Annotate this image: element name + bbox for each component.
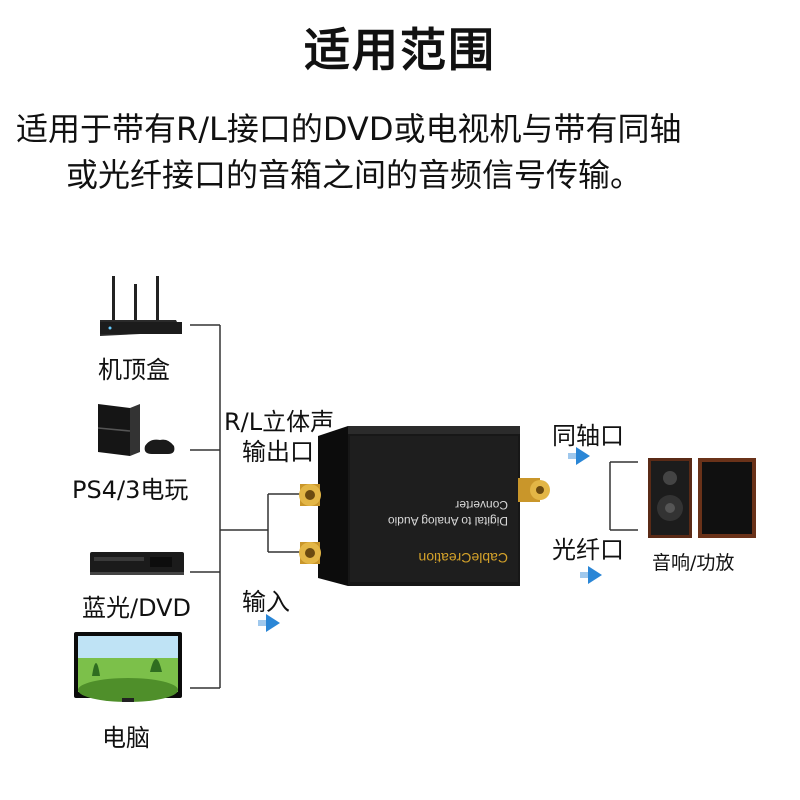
page-title: 适用范围 — [304, 23, 496, 77]
description-line-2: 或光纤接口的音箱之间的音频信号传输。 — [66, 156, 643, 194]
coaxial-output-jack — [518, 478, 550, 502]
rl-output-label-line1: R/L立体声 — [224, 408, 335, 436]
source-bracket-lines — [190, 324, 300, 689]
device-text: CableCreation Digital to Analog Audio Co… — [350, 442, 518, 572]
router-icon — [100, 276, 182, 336]
source-label-dvd: 蓝光/DVD — [82, 594, 192, 622]
output-label: 音响/功放 — [652, 552, 735, 574]
arrow-icon — [568, 447, 590, 465]
source-label-set-top-box: 机顶盒 — [98, 356, 170, 384]
device-model-line2: Converter — [455, 498, 508, 512]
device-model-line1: Digital to Analog Audio — [387, 514, 508, 528]
source-label-game-console: PS4/3电玩 — [72, 476, 189, 504]
dvd-player-icon — [90, 552, 184, 575]
arrow-icon — [258, 614, 280, 632]
input-label: 输入 — [242, 588, 290, 616]
arrow-icons — [258, 447, 602, 632]
monitor-icon — [74, 632, 182, 702]
converter-device — [318, 426, 520, 586]
description-line-1: 适用于带有R/L接口的DVD或电视机与带有同轴 — [16, 110, 682, 148]
coaxial-label: 同轴口 — [552, 422, 624, 450]
game-console-icon — [97, 404, 175, 456]
source-label-computer: 电脑 — [102, 724, 150, 752]
device-brand: CableCreation — [418, 550, 509, 566]
output-bracket-lines — [609, 461, 638, 531]
arrow-icon — [580, 566, 602, 584]
optical-label: 光纤口 — [552, 536, 624, 564]
rl-output-label-line2: 输出口 — [242, 438, 314, 466]
rca-input-l — [299, 542, 321, 564]
rca-input-r — [299, 484, 321, 506]
speaker-icon — [648, 458, 756, 538]
